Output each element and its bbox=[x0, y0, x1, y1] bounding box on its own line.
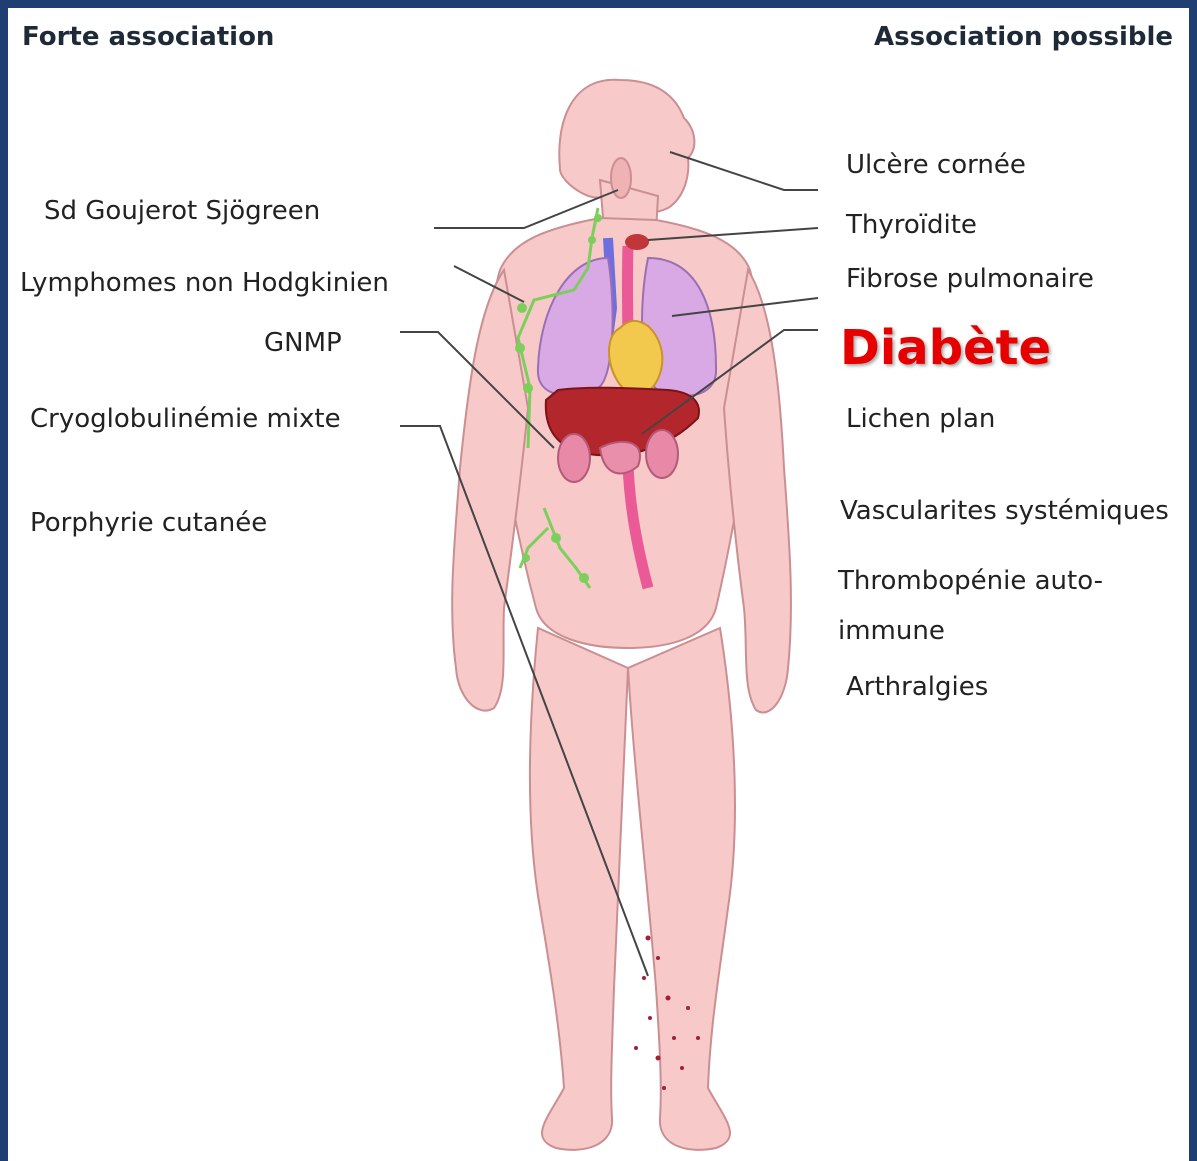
line-ulcere bbox=[670, 152, 818, 190]
label-fibrose-pulmonaire: Fibrose pulmonaire bbox=[846, 266, 1094, 292]
label-diabete: Diabète bbox=[840, 324, 1051, 372]
label-gnmp: GNMP bbox=[264, 330, 342, 356]
label-vascularites: Vascularites systémiques bbox=[840, 498, 1169, 524]
label-thrombopenie-line2: immune bbox=[838, 618, 945, 644]
label-lichen-plan: Lichen plan bbox=[846, 406, 995, 432]
label-thyroidite: Thyroïdite bbox=[846, 212, 977, 238]
leg-left bbox=[530, 628, 628, 1150]
body-silhouette bbox=[452, 80, 791, 1150]
label-thrombopenie-line1: Thrombopénie auto- bbox=[838, 568, 1103, 594]
header-association-possible: Association possible bbox=[874, 24, 1173, 50]
label-cryoglobulinemie: Cryoglobulinémie mixte bbox=[30, 406, 341, 432]
leg-right bbox=[628, 628, 735, 1150]
label-gougerot-sjogren: Sd Goujerot Sjögreen bbox=[44, 198, 320, 224]
label-porphyrie: Porphyrie cutanée bbox=[30, 510, 267, 536]
label-lymphomes: Lymphomes non Hodgkinien bbox=[20, 270, 389, 296]
kidney-left bbox=[558, 434, 590, 482]
kidney-right bbox=[646, 430, 678, 478]
diagram-frame: Forte association Association possible S… bbox=[8, 8, 1189, 1161]
label-ulcere-cornee: Ulcère cornée bbox=[846, 152, 1026, 178]
label-arthralgies: Arthralgies bbox=[846, 674, 988, 700]
thyroid bbox=[625, 234, 649, 250]
header-forte-association: Forte association bbox=[22, 24, 274, 50]
